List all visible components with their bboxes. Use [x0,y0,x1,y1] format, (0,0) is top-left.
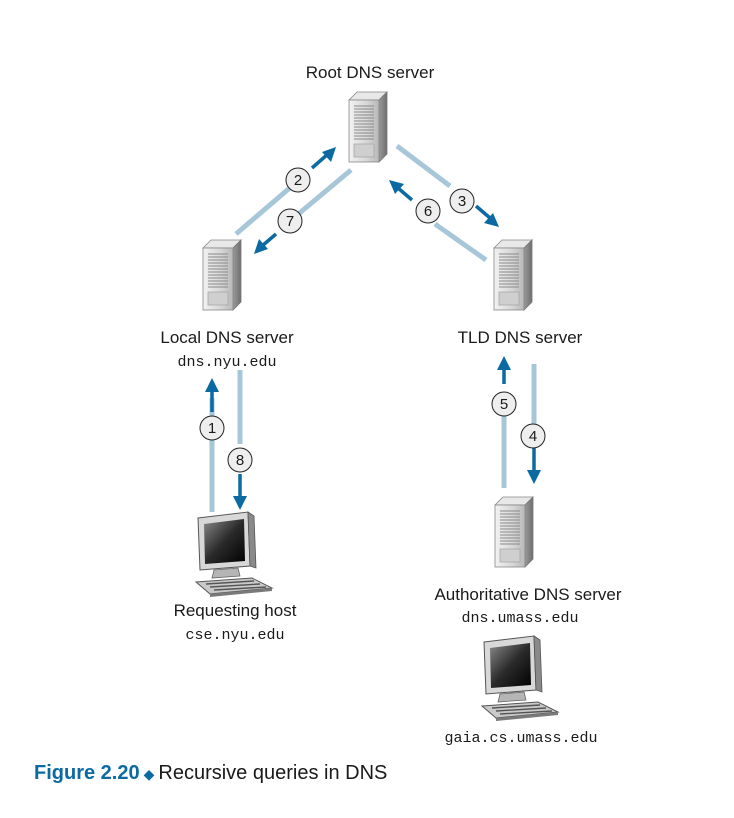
step-6-number: 6 [424,203,432,220]
authoritative-dns-server-hostname: dns.umass.edu [461,610,578,627]
figure-title: Recursive queries in DNS [158,762,388,784]
local-dns-server-node: Local DNS server dns.nyu.edu [160,239,294,371]
step-2-trail [234,184,294,236]
requesting-host-node: Requesting host cse.nyu.edu [174,511,297,644]
step-2-badge: 2 [285,167,311,193]
step-8-badge: 8 [227,447,253,473]
tld-dns-server-label: TLD DNS server [458,328,583,347]
root-dns-server-label: Root DNS server [306,63,435,82]
arrows [210,152,536,500]
step-2-number: 2 [294,172,302,189]
figure-caption: Figure 2.20◆Recursive queries in DNS [34,762,387,785]
step-badges: 1 2 3 4 5 6 7 8 [199,167,546,473]
step-2-arrowhead [322,147,336,162]
step-1-arrowhead [205,378,219,392]
server-icon [348,91,388,163]
requesting-host-hostname: cse.nyu.edu [185,627,284,644]
step-7-arrowhead [254,239,268,254]
step-5-arrowhead [497,356,511,370]
gaia-host-hostname: gaia.cs.umass.edu [444,730,597,747]
step-7-trail [294,168,353,218]
step-4-arrowhead [527,470,541,484]
tld-dns-server-node: TLD DNS server [458,239,583,347]
step-8-arrowhead [233,496,247,510]
step-6-badge: 6 [415,198,441,224]
server-icon [494,496,534,568]
server-icon [493,239,533,311]
arrow-heads [205,147,541,510]
authoritative-dns-server-label: Authoritative DNS server [434,585,621,604]
requesting-host-label: Requesting host [174,601,297,620]
local-dns-server-label: Local DNS server [160,328,294,347]
step-8-number: 8 [236,452,244,469]
authoritative-dns-server-node: Authoritative DNS server dns.umass.edu [434,496,622,627]
step-6-arrowhead [389,180,404,194]
computer-icon [481,635,559,722]
step-7-badge: 7 [277,208,303,234]
root-dns-server-node: Root DNS server [306,63,435,163]
server-icon [202,239,242,311]
step-3-badge: 3 [449,188,475,214]
step-1-number: 1 [208,420,216,437]
step-3-arrowhead [484,213,499,227]
step-7-number: 7 [286,213,294,230]
step-3-number: 3 [458,193,466,210]
step-1-badge: 1 [199,415,225,441]
step-6-trail [433,221,488,263]
step-2-arrow [310,152,330,170]
step-4-number: 4 [529,428,537,445]
figure-number: Figure 2.20 [34,762,140,784]
step-6-arrow [396,186,414,202]
computer-icon [195,511,273,598]
step-4-badge: 4 [520,423,546,449]
diamond-icon: ◆ [143,766,155,782]
step-3-trail [395,144,452,188]
step-3-arrow [474,204,492,220]
local-dns-server-hostname: dns.nyu.edu [177,354,276,371]
step-5-number: 5 [500,396,508,413]
step-7-arrow [260,232,278,248]
step-5-badge: 5 [491,391,517,417]
gaia-host-node: gaia.cs.umass.edu [444,635,598,747]
